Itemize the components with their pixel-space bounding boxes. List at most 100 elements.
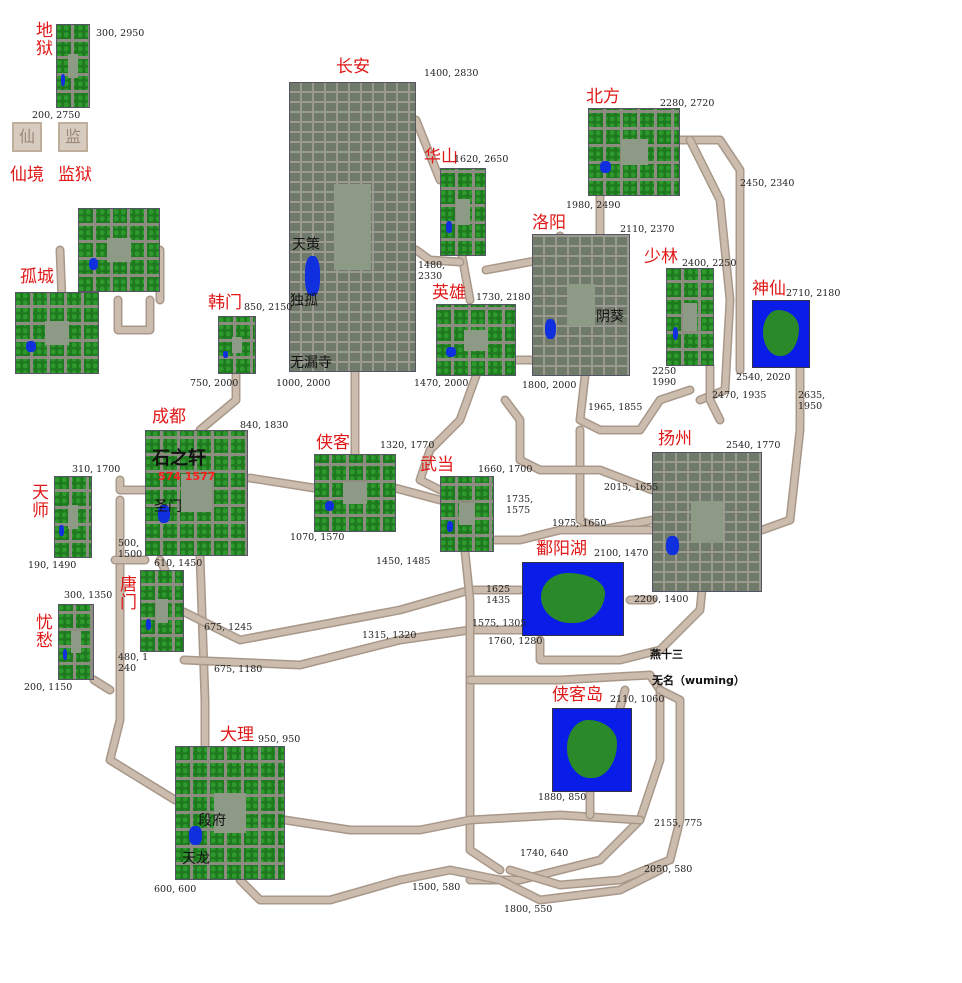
pond <box>188 826 202 845</box>
location-label: 段府 <box>198 813 226 829</box>
pond <box>146 619 152 631</box>
pond <box>88 258 99 270</box>
pond <box>223 350 228 359</box>
coordinate-label: 1625 1435 <box>486 584 511 606</box>
coordinate-label: 2250 1990 <box>652 366 677 388</box>
road-segment <box>107 497 178 803</box>
town-plaza <box>456 199 470 225</box>
town-label-gucheng: 孤城 <box>20 267 54 287</box>
road-segment <box>687 137 733 403</box>
coordinate-label: 2280, 2720 <box>660 98 715 109</box>
pond <box>63 649 68 660</box>
town-plaza <box>70 630 82 654</box>
town-wudang[interactable] <box>440 476 494 552</box>
road-segment <box>197 553 208 749</box>
town-chengdu[interactable] <box>145 430 248 556</box>
coordinate-label: 200, 1150 <box>24 682 73 693</box>
town-luoyang[interactable] <box>532 234 630 376</box>
coordinate-label: 300, 1350 <box>64 590 113 601</box>
town-yingxiong[interactable] <box>436 304 516 376</box>
town-plaza <box>107 237 131 263</box>
road-segment <box>502 397 655 493</box>
jianyu-icon: 监 <box>64 127 81 146</box>
coordinate-label: 2110, 2370 <box>620 224 675 235</box>
town-hanmen[interactable] <box>218 316 256 374</box>
coordinate-label: 2635, 1950 <box>798 390 826 412</box>
town-gucheng[interactable] <box>78 208 160 292</box>
town-youchou[interactable] <box>58 604 94 680</box>
coordinate-label: 2540, 2020 <box>736 372 791 383</box>
town-plaza <box>181 474 212 512</box>
town-label-dali: 大理 <box>220 725 254 745</box>
coordinate-label: 310, 1700 <box>72 464 121 475</box>
coordinate-label: 950, 950 <box>258 734 301 745</box>
coordinate-label: 1315, 1320 <box>362 630 417 641</box>
town-label-yingxiong: 英雄 <box>432 283 466 303</box>
pond <box>324 500 335 512</box>
town-tangmen[interactable] <box>140 570 184 652</box>
coordinate-label: 1800, 2000 <box>522 380 577 391</box>
road-segment <box>577 373 693 433</box>
coordinate-label: 2200, 1400 <box>634 594 689 605</box>
town-label-chengdu: 成都 <box>152 407 186 427</box>
town-plaza <box>333 183 372 271</box>
coordinate-label: 2015, 1655 <box>604 482 659 493</box>
town-gucheng[interactable] <box>15 292 99 374</box>
coordinate-label: 1735, 1575 <box>506 494 534 516</box>
town-beifang[interactable] <box>588 108 680 196</box>
town-shenxian[interactable] <box>752 300 810 368</box>
town-huashan[interactable] <box>440 168 486 256</box>
town-plaza <box>213 793 247 833</box>
town-changan[interactable] <box>289 82 416 372</box>
road-segment <box>392 485 443 503</box>
road-segment <box>537 557 708 663</box>
coordinate-label: 2155, 775 <box>654 818 703 829</box>
coordinate-label: 1880, 850 <box>538 792 587 803</box>
town-xiake[interactable] <box>314 454 396 532</box>
coordinate-label: 600, 600 <box>154 884 197 895</box>
road-segment <box>115 297 153 333</box>
pond <box>305 255 320 297</box>
road-segment <box>117 477 148 493</box>
pond <box>25 341 36 353</box>
road-segment <box>677 137 743 373</box>
town-xiakedao[interactable] <box>552 708 632 792</box>
town-plaza <box>464 329 488 351</box>
coordinate-label: 1965, 1855 <box>588 402 643 413</box>
pond <box>447 521 454 532</box>
town-xianjing[interactable]: 仙 <box>12 122 42 152</box>
pond <box>599 160 611 173</box>
location-label: 574 1577 <box>158 470 216 483</box>
road-segment <box>113 295 155 335</box>
npc-note: 燕十三 <box>650 648 683 661</box>
location-label: 阴葵 <box>596 309 624 325</box>
town-label-xiakedao: 侠客岛 <box>552 685 603 705</box>
coordinate-label: 2450, 2340 <box>740 178 795 189</box>
town-dali[interactable] <box>175 746 285 880</box>
pond <box>446 220 452 233</box>
pond <box>158 505 171 523</box>
island <box>763 310 799 357</box>
town-tianshi[interactable] <box>54 476 92 558</box>
road-segment <box>91 677 113 693</box>
town-diyu[interactable] <box>56 24 90 108</box>
coordinate-label: 1975, 1650 <box>552 518 607 529</box>
coordinate-label: 1070, 1570 <box>290 532 345 543</box>
road-segment <box>181 587 523 643</box>
road-segment <box>467 672 663 883</box>
town-poyanghu[interactable] <box>522 562 624 636</box>
pond <box>59 525 64 537</box>
town-label-tianshi: 天师 <box>32 483 49 521</box>
coordinate-label: 2400, 2250 <box>682 258 737 269</box>
town-label-jianyu: 监狱 <box>58 165 92 185</box>
town-yangzhou[interactable] <box>652 452 762 592</box>
coordinate-label: 1740, 640 <box>520 848 569 859</box>
coordinate-label: 1620, 2650 <box>454 154 509 165</box>
town-shaolin[interactable] <box>666 268 714 366</box>
town-jianyu[interactable]: 监 <box>58 122 88 152</box>
coordinate-label: 2100, 1470 <box>594 548 649 559</box>
coordinate-label: 675, 1180 <box>214 664 263 675</box>
location-label: 石之轩 <box>152 448 206 469</box>
npc-note: 无名（wuming） <box>652 674 745 687</box>
coordinate-label: 1400, 2830 <box>424 68 479 79</box>
